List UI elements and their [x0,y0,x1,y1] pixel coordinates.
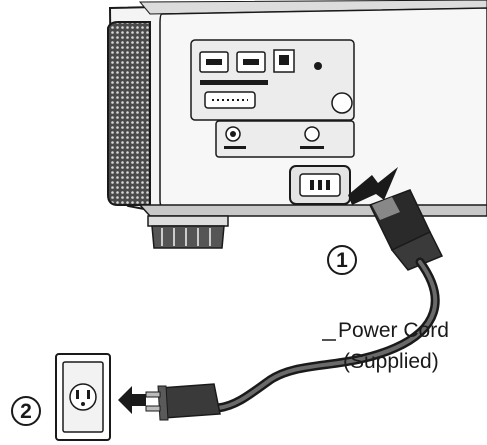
power-cord-label: Power Cord [338,319,449,343]
vent-grille [108,22,150,205]
connector-panel-middle [216,121,354,157]
insert-arrow-2 [118,386,146,414]
projector [108,0,487,248]
projector-foot [148,216,228,248]
step-1-badge: 1 [327,245,357,275]
power-cord-supplied-label: (Supplied) [343,350,439,374]
connector-panel-upper [191,40,354,120]
wall-outlet [56,354,110,440]
ac-inlet [290,166,350,204]
step-2-badge: 2 [11,396,41,426]
